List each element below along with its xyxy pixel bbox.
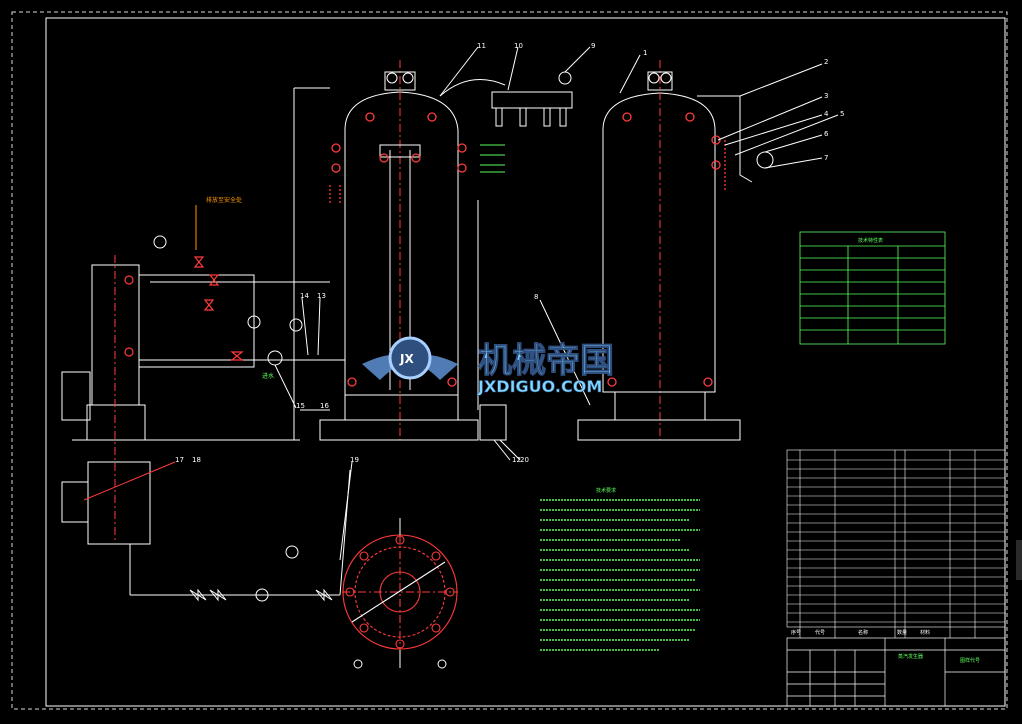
title-block-drawing-no: 图样代号 <box>960 657 980 664</box>
svg-text:13: 13 <box>317 292 326 300</box>
balloon-14: 14 <box>300 292 309 356</box>
vessel-left-green-labels <box>480 144 505 173</box>
watermark-logo: JX <box>362 336 458 380</box>
svg-text:9: 9 <box>591 42 595 50</box>
svg-text:10: 10 <box>514 42 523 50</box>
svg-text:5: 5 <box>840 110 844 118</box>
svg-text:18: 18 <box>192 456 201 464</box>
balloon-15: 15 <box>274 364 305 410</box>
svg-text:3: 3 <box>824 92 828 100</box>
svg-text:1: 1 <box>643 49 647 57</box>
watermark-logo-text: JX <box>399 352 414 366</box>
top-view-vessel <box>342 534 458 650</box>
steam-header <box>439 71 573 441</box>
balloon-10: 10 <box>507 42 523 91</box>
top-view-nozzles <box>353 518 447 669</box>
svg-text:20: 20 <box>520 456 529 464</box>
bom-code-header: 代号 <box>815 629 825 636</box>
svg-text:15: 15 <box>296 402 305 410</box>
orange-note: 排放至安全处 <box>206 196 242 204</box>
balloon-20: 20 <box>499 439 529 464</box>
bom-qty-header: 数量 <box>897 629 907 636</box>
svg-text:7: 7 <box>824 154 828 162</box>
balloon-7: 7 <box>764 154 828 169</box>
inner-border <box>45 17 1006 707</box>
balloon-1: 1 <box>619 49 647 94</box>
parts-list <box>786 449 1006 638</box>
balloon-4: 4 <box>724 110 829 146</box>
balloon-19: 19 <box>339 456 359 561</box>
outer-border <box>11 11 1008 710</box>
svg-text:16: 16 <box>320 402 329 410</box>
title-block-title: 蒸汽发生器 <box>898 653 923 660</box>
notes-title: 技术要求 <box>596 487 616 494</box>
spec-table-title: 技术特性表 <box>858 237 883 244</box>
balloon-11: 11 <box>439 42 486 97</box>
left-valves <box>124 256 244 361</box>
svg-text:2: 2 <box>824 58 828 66</box>
spec-table <box>799 231 946 345</box>
svg-text:14: 14 <box>300 292 309 300</box>
svg-text:11: 11 <box>477 42 486 50</box>
title-block <box>786 637 1006 707</box>
bom-seq-header: 序号 <box>791 629 801 636</box>
balloon-9: 9 <box>564 42 595 73</box>
lower-piping <box>61 461 351 602</box>
watermark-cn: 机械帝国 <box>478 341 614 381</box>
balloon-8: 8 <box>534 293 591 406</box>
vessel-left-flanges <box>329 112 467 387</box>
bom-material-header: 材料 <box>920 629 930 636</box>
balloon-17: 17 <box>83 456 184 501</box>
balloon-2: 2 <box>739 58 828 97</box>
scrollbar[interactable] <box>1016 540 1022 580</box>
svg-text:12: 12 <box>512 456 521 464</box>
balloons-group: 1 2 3 4 5 6 7 8 9 10 11 12 13 14 15 16 1… <box>83 42 844 561</box>
left-system <box>61 87 345 540</box>
svg-text:8: 8 <box>534 293 538 301</box>
balloon-16: 16 <box>300 402 330 411</box>
balloon-12: 12 <box>493 439 521 464</box>
watermark-en: JXDIGUO.COM <box>477 377 602 396</box>
svg-text:6: 6 <box>824 130 829 138</box>
balloon-5: 5 <box>734 110 844 156</box>
svg-text:19: 19 <box>350 456 359 464</box>
bom-name-header: 名称 <box>858 629 868 636</box>
notes-lines <box>540 499 700 651</box>
parts-list-rows <box>787 459 1005 623</box>
svg-text:4: 4 <box>824 110 829 118</box>
svg-text:17: 17 <box>175 456 184 464</box>
balloon-13: 13 <box>317 292 326 356</box>
vessel-right-flanges <box>607 112 726 387</box>
balloon-3: 3 <box>717 92 828 141</box>
flow-in-label: 进水 <box>262 372 274 380</box>
balloon-6: 6 <box>764 130 829 153</box>
balloon-18: 18 <box>192 456 201 464</box>
